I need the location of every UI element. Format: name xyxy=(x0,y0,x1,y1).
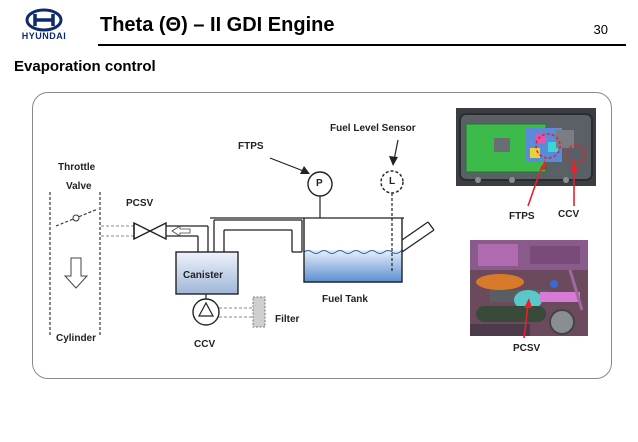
photo-ftps-label: FTPS xyxy=(509,211,535,222)
hyundai-logo xyxy=(25,8,63,32)
section-title: Evaporation control xyxy=(14,58,156,75)
ccv-label: CCV xyxy=(194,339,216,350)
photo-pcsv-label: PCSV xyxy=(513,343,541,354)
pcsv-valve-symbol xyxy=(133,221,167,241)
ftps-symbol-letter: P xyxy=(316,178,323,189)
pcsv-label: PCSV xyxy=(126,198,154,209)
level-symbol-letter: L xyxy=(389,176,396,187)
valve-label: Valve xyxy=(66,181,92,192)
filter-body xyxy=(252,296,266,328)
throttle-shaft xyxy=(72,214,80,222)
pcsv-engine-photo xyxy=(470,240,588,336)
ftps-callout-line xyxy=(269,157,307,173)
canister-module-photo xyxy=(456,108,596,186)
fuel-surface-wave xyxy=(303,250,404,254)
slide-title: Theta (Θ) – II GDI Engine xyxy=(100,14,335,36)
fuel-level-sensor-label: Fuel Level Sensor xyxy=(330,123,416,134)
filter-label: Filter xyxy=(275,314,300,325)
filler-neck xyxy=(401,221,435,253)
ftps-label: FTPS xyxy=(238,141,264,152)
throttle-label: Throttle xyxy=(58,162,96,173)
fuel-tank-label: Fuel Tank xyxy=(322,294,368,305)
airflow-down-arrow xyxy=(63,257,89,289)
fuel-tank-outline xyxy=(303,218,403,283)
photo-ccv-label: CCV xyxy=(558,209,580,220)
brand-wordmark: HYUNDAI xyxy=(21,31,67,41)
purge-flow-arrow xyxy=(171,225,191,237)
ftps-sensor-symbol xyxy=(307,171,333,197)
canister-body xyxy=(175,251,239,295)
header-rule xyxy=(98,44,626,46)
cylinder-label: Cylinder xyxy=(56,333,97,344)
page-number: 30 xyxy=(593,22,608,37)
canister-label: Canister xyxy=(183,270,224,281)
fuel-tank-liquid xyxy=(304,250,402,282)
